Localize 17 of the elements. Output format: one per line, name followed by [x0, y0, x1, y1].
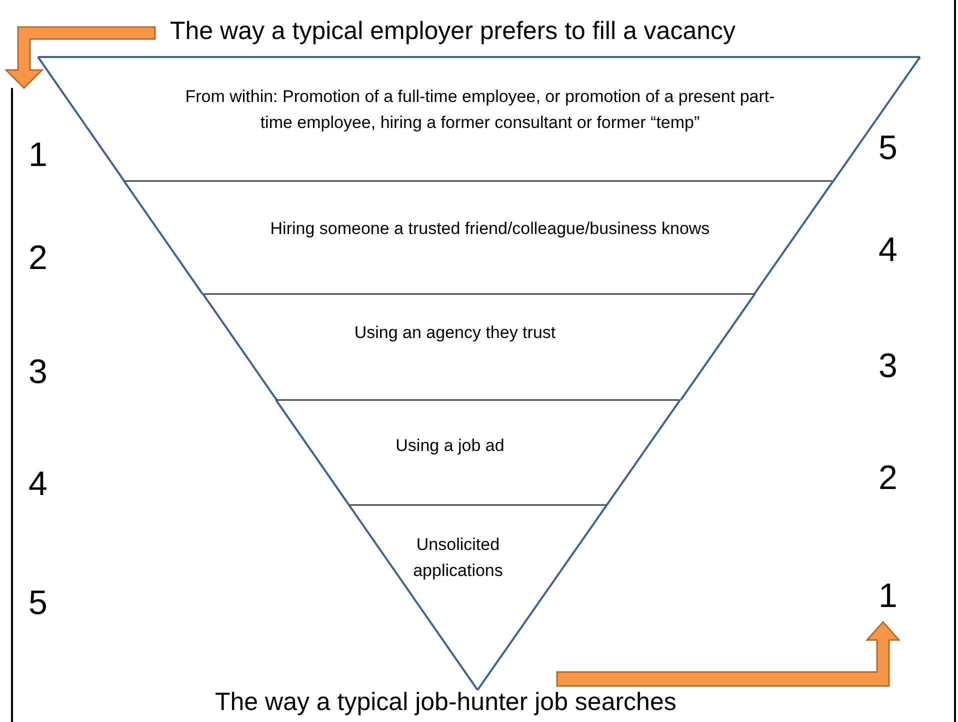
- rank-number: 4: [28, 467, 48, 501]
- rank-number: 4: [878, 233, 898, 267]
- band-text: Using an agency they trust: [353, 322, 557, 344]
- rank-number: 5: [28, 586, 48, 620]
- band-text: Unsolicited applications: [412, 534, 504, 582]
- band-text: Hiring someone a trusted friend/colleague/business knows: [269, 218, 711, 240]
- rank-number: 5: [878, 131, 898, 165]
- diagram-title: The way a typical employer prefers to fill a vacancy: [170, 17, 736, 46]
- rank-number: 3: [28, 355, 48, 389]
- rank-number: 2: [28, 241, 48, 275]
- rank-number: 1: [28, 138, 48, 172]
- band-text: From within: Promotion of a full-time employee, or promotion of a present part-time employee, hiring a former consultant or former “temp”: [184, 86, 776, 134]
- diagram-caption: The way a typical job-hunter job searches: [215, 688, 676, 717]
- band-text: Using a job ad: [394, 435, 506, 457]
- rank-number: 3: [878, 349, 898, 383]
- rank-number: 1: [878, 579, 898, 613]
- rank-number: 2: [878, 461, 898, 495]
